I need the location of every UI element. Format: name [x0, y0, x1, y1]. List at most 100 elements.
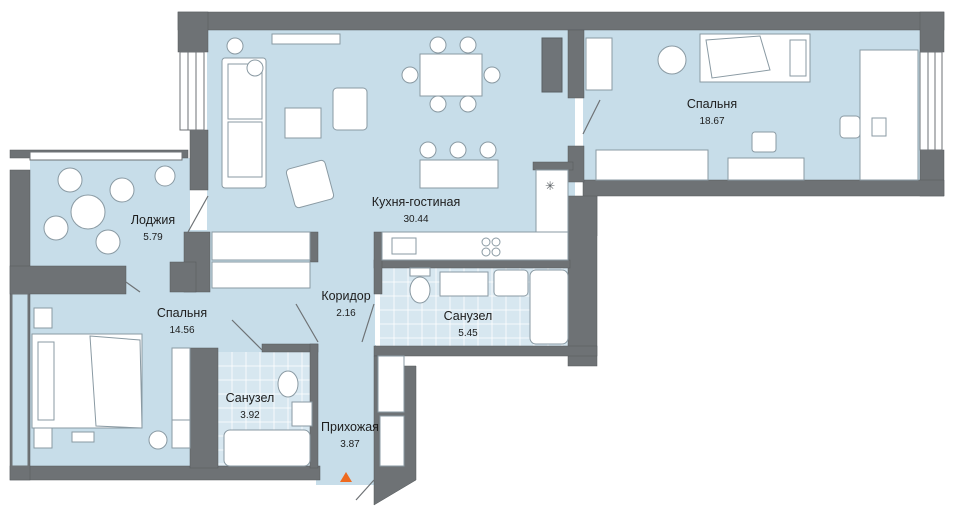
- kitchen-counter: [535, 169, 569, 233]
- furniture-loggia: [43, 165, 176, 255]
- plant-icon: [154, 165, 176, 187]
- bathtub: [529, 269, 569, 345]
- room-area-hallway: 3.87: [340, 439, 360, 450]
- chair: [429, 36, 447, 54]
- floor-lamp-icon: [226, 37, 244, 55]
- chair: [459, 36, 477, 54]
- wall: [9, 465, 321, 481]
- wall: [261, 343, 319, 353]
- fixtures-bathroom-right: [409, 267, 569, 345]
- room-label-kitchen-living: Кухня-гостиная: [372, 195, 460, 209]
- room-area-bedroom-right: 18.67: [699, 116, 724, 127]
- armchair: [332, 87, 368, 131]
- room-labels: Кухня-гостиная 30.44 Спальня 18.67 Лоджи…: [131, 97, 737, 450]
- room-label-corridor: Коридор: [321, 289, 370, 303]
- laptop-icon: [871, 117, 887, 137]
- room-label-hallway: Прихожая: [321, 420, 379, 434]
- plant-icon: [148, 430, 168, 450]
- wall: [532, 161, 574, 171]
- bar-stool: [449, 141, 467, 159]
- sink-icon: [493, 269, 529, 297]
- sink-icon: [291, 401, 313, 427]
- wall: [177, 11, 945, 31]
- sofa-cushion: [227, 121, 263, 178]
- chair: [483, 66, 501, 84]
- asterisk-icon: ✳: [545, 179, 555, 193]
- nightstand: [33, 307, 53, 329]
- shoe-cabinet: [379, 415, 405, 467]
- chair: [459, 95, 477, 113]
- toilet-tank: [409, 267, 431, 277]
- toilet-icon: [409, 276, 431, 304]
- speaker-shelf: [541, 37, 563, 93]
- wall: [582, 179, 945, 237]
- floor-lamp-icon: [246, 59, 264, 77]
- toilet-icon: [277, 370, 299, 398]
- slippers-icon: [71, 431, 95, 443]
- room-label-bedroom-left: Спальня: [157, 306, 207, 320]
- wall: [9, 265, 127, 295]
- room-area-loggia: 5.79: [143, 232, 163, 243]
- furniture-bedroom-left: [31, 307, 191, 450]
- tv-unit: [271, 33, 341, 45]
- chair: [109, 177, 135, 203]
- room-area-bathroom-right: 5.45: [458, 328, 478, 339]
- room-area-bathroom-left: 3.92: [240, 410, 260, 421]
- room-area-bedroom-left: 14.56: [169, 325, 194, 336]
- washing-machine: [439, 271, 489, 297]
- room-label-loggia: Лоджия: [131, 213, 175, 227]
- walls: [9, 11, 945, 506]
- entrance-arrow-icon: [340, 472, 352, 482]
- wall: [189, 347, 219, 469]
- desk-chair: [839, 115, 861, 139]
- wardrobe: [377, 355, 405, 413]
- wall: [177, 11, 209, 53]
- fixtures-bathroom-left: [223, 370, 313, 467]
- window: [179, 51, 205, 131]
- ottoman: [751, 131, 777, 153]
- wardrobe: [211, 231, 311, 261]
- bar-stool: [479, 141, 497, 159]
- wardrobe: [171, 347, 191, 421]
- window: [919, 51, 943, 151]
- mirror: [171, 419, 191, 449]
- furniture-bedroom-right: [595, 33, 919, 181]
- room-area-corridor: 2.16: [336, 308, 356, 319]
- wall: [169, 261, 197, 293]
- chair: [401, 66, 419, 84]
- room-label-bathroom-right: Санузел: [444, 309, 493, 323]
- doors: [125, 99, 601, 501]
- wall: [373, 259, 571, 269]
- blanket: [705, 35, 771, 79]
- window: [29, 151, 183, 161]
- desk: [859, 49, 919, 181]
- coffee-table: [284, 107, 322, 139]
- windows: [11, 51, 943, 467]
- wall: [567, 195, 598, 367]
- sink-icon: [391, 237, 417, 255]
- room-label-bedroom-right: Спальня: [687, 97, 737, 111]
- chair: [57, 167, 83, 193]
- blanket: [89, 335, 143, 429]
- room-label-bathroom-left: Санузел: [226, 391, 275, 405]
- furniture-corridor: [211, 231, 405, 467]
- wall: [567, 29, 585, 99]
- kitchen-island: [419, 159, 499, 189]
- wall: [919, 11, 945, 53]
- stove-icon: [491, 237, 501, 247]
- dining-table: [419, 53, 483, 97]
- wall: [189, 129, 209, 191]
- shoe-shelf: [211, 261, 311, 289]
- wall: [373, 231, 383, 295]
- armchair: [657, 45, 687, 75]
- table: [70, 194, 106, 230]
- chair: [43, 215, 69, 241]
- nightstand: [33, 427, 53, 449]
- wall: [309, 231, 319, 263]
- dresser: [727, 157, 805, 181]
- bed-pillow: [37, 341, 55, 421]
- chair: [429, 95, 447, 113]
- wall: [373, 345, 598, 357]
- ladder-shelf: [585, 37, 613, 91]
